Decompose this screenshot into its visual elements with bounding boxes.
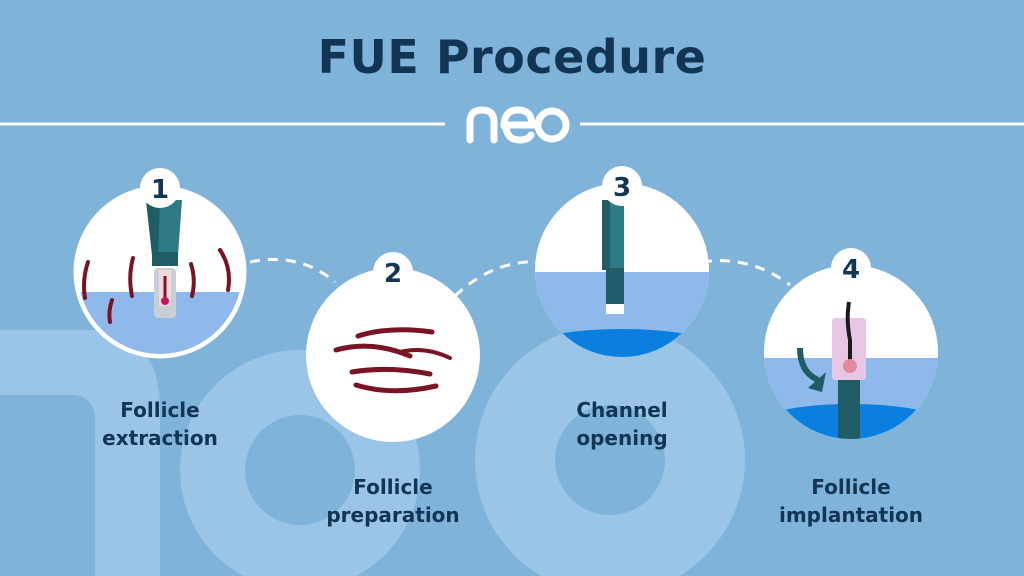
step-2-badge <box>373 252 413 292</box>
step-3-caption: Channel opening <box>512 396 732 452</box>
connector-2-3 <box>453 260 546 298</box>
step-2-circle <box>306 268 480 442</box>
step-1-caption: Follicle extraction <box>50 396 270 452</box>
step-1-number: 1 <box>151 175 169 205</box>
step-2-label-line2: preparation <box>326 503 460 527</box>
step-4-badge <box>831 248 871 288</box>
hair-strands <box>82 248 231 324</box>
step-4-illustration: 4 <box>764 248 938 439</box>
connector-3-4 <box>701 259 791 287</box>
step-2-number: 2 <box>384 259 402 289</box>
step-2-caption: Follicle preparation <box>283 473 503 529</box>
step-1-illustration: 1 <box>73 168 247 359</box>
arrow-icon <box>797 347 820 383</box>
step-2-label-line1: Follicle <box>353 475 433 499</box>
neo-logo <box>466 106 570 144</box>
page-title: FUE Procedure <box>317 30 707 84</box>
step-3-badge <box>602 166 642 206</box>
brand-name: neo <box>468 104 568 144</box>
step-connectors <box>249 258 791 298</box>
step-4-label-line1: Follicle <box>811 475 891 499</box>
step-4-label-line2: implantation <box>778 503 924 527</box>
connector-1-2 <box>249 258 336 284</box>
step-3-label-line2: opening <box>576 426 668 450</box>
step-3-number: 3 <box>613 173 631 203</box>
implanter-tool <box>838 376 860 439</box>
step-2-illustration: 2 <box>306 252 480 442</box>
step-4-caption: Follicle implantation <box>741 473 961 529</box>
bg-shape-left <box>0 330 160 576</box>
prepared-follicles <box>333 327 452 394</box>
step-1-badge <box>140 168 180 208</box>
step-1-label-line2: extraction <box>102 426 218 450</box>
step-3-label-line1: Channel <box>576 398 668 422</box>
step-1-label-line1: Follicle <box>120 398 200 422</box>
step-4-number: 4 <box>842 255 860 285</box>
